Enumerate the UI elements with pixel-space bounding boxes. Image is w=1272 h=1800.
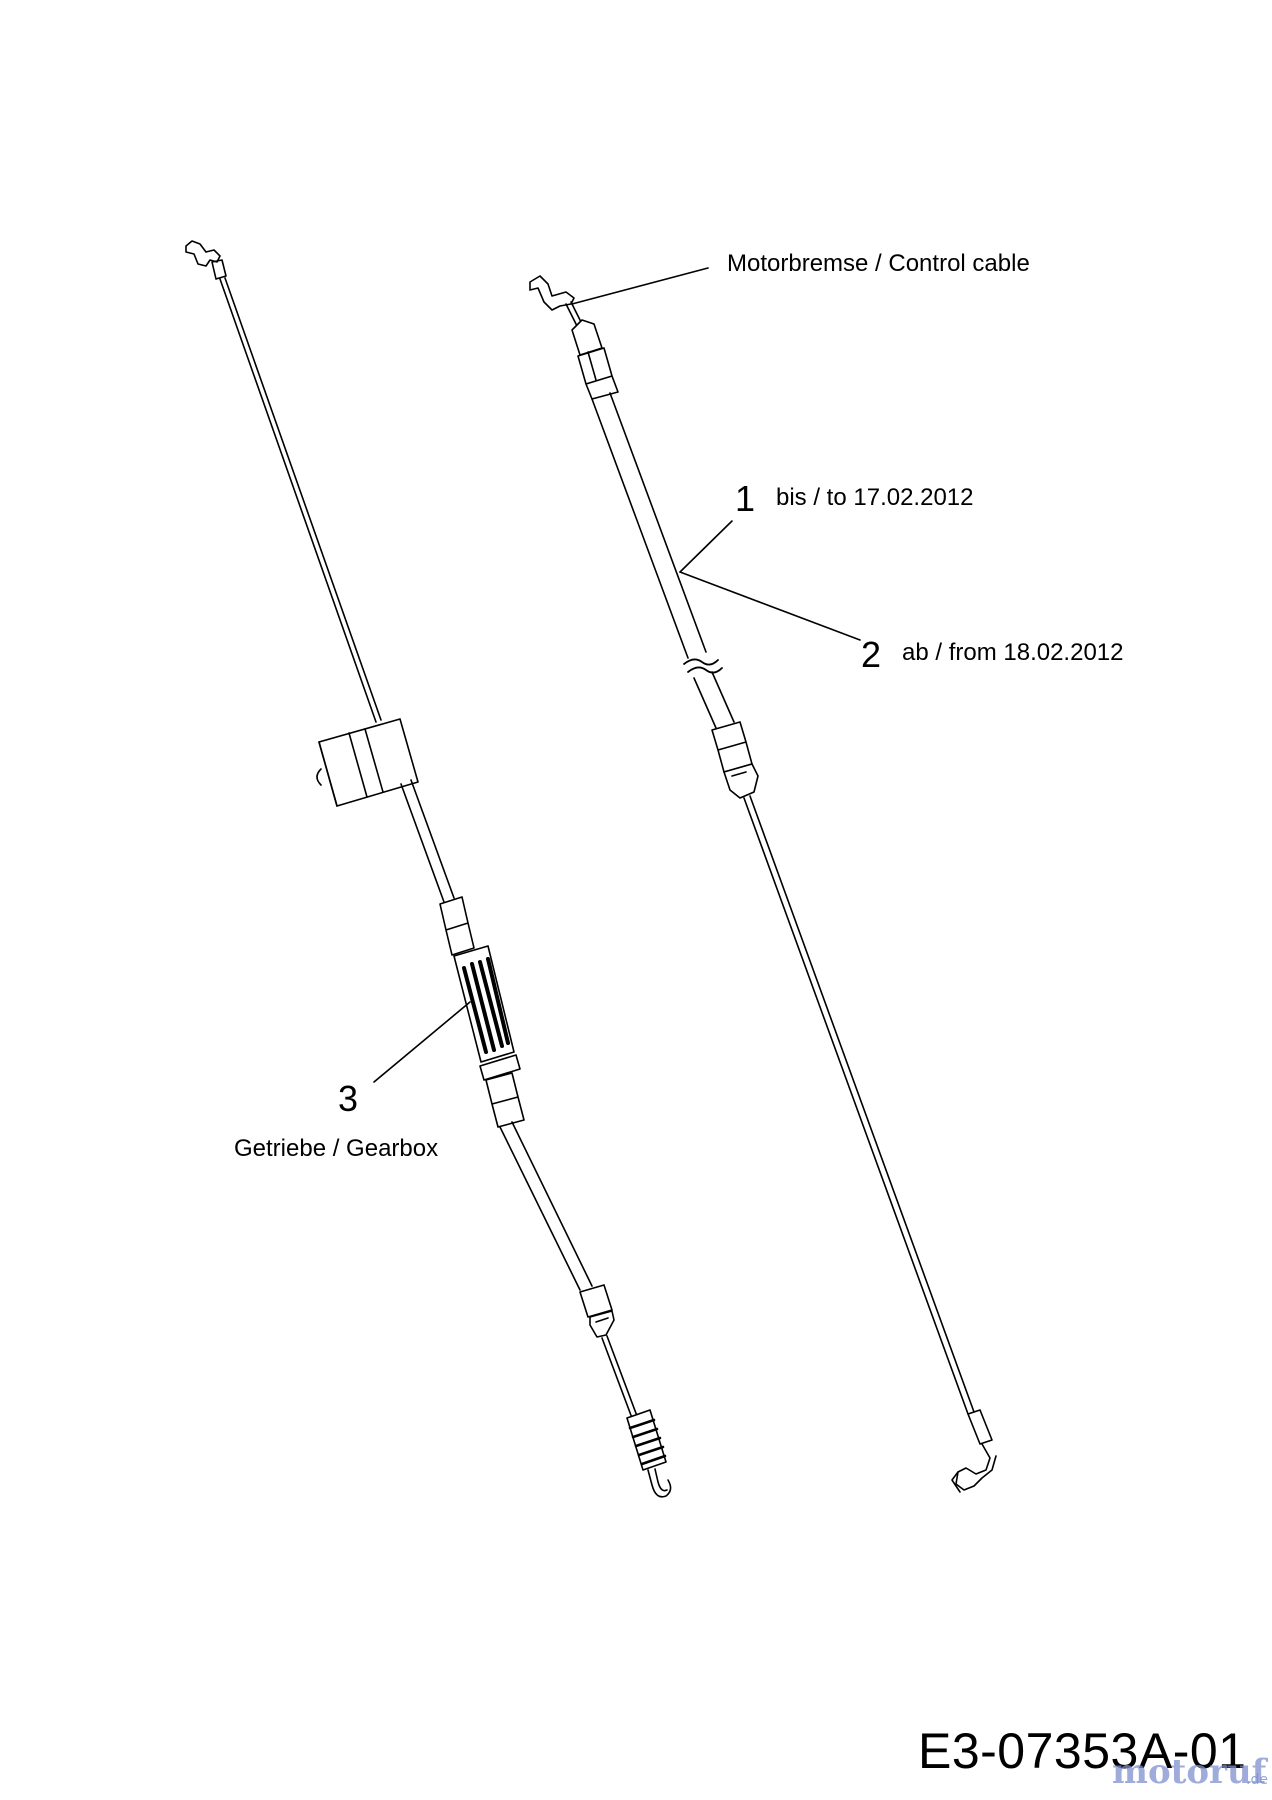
- item-2-label: ab / from 18.02.2012: [902, 639, 1124, 666]
- leader-item-3: [373, 1001, 471, 1083]
- diagram-code: E3-07353A-01: [918, 1723, 1247, 1779]
- watermark-tld: .de: [1246, 1772, 1268, 1788]
- motor-brake-label: Motorbremse / Control cable: [727, 250, 1030, 277]
- item-2-number: 2: [861, 634, 882, 675]
- cable-break-mark: [683, 658, 723, 674]
- control-cable-bottom-hook: [951, 1409, 997, 1493]
- control-cable-lower-ferrule: [711, 721, 759, 799]
- cable-clamp-block: [316, 718, 419, 807]
- item-1-number: 1: [735, 478, 756, 519]
- leader-motor-brake: [571, 267, 709, 305]
- watermark-logo: motoruf: [1112, 1752, 1267, 1792]
- gearbox-cable-lower-ferrule: [579, 1284, 615, 1338]
- leader-item-2: [679, 571, 861, 641]
- gearbox-cable-spring-end: [626, 1409, 672, 1498]
- gearbox-cable-top-ferrule: [211, 259, 227, 280]
- control-cable: [529, 275, 997, 1493]
- gearbox-cable-top-hook: [185, 240, 221, 267]
- item-3-label: Getriebe / Gearbox: [234, 1135, 439, 1162]
- control-cable-lower-sheath: [693, 671, 735, 729]
- gearbox-cable: [185, 240, 672, 1498]
- gearbox-cable-upper-ferrule: [439, 896, 475, 956]
- leader-item-1: [679, 520, 733, 573]
- control-cable-top-ferrule: [571, 319, 619, 400]
- gearbox-cable-upper-sheath: [400, 779, 455, 903]
- gearbox-cable-upper-wire: [219, 277, 382, 723]
- control-cable-upper-sheath: [591, 392, 707, 659]
- item-3-number: 3: [338, 1078, 359, 1119]
- item-1-label: bis / to 17.02.2012: [776, 484, 974, 511]
- control-cable-top-hook: [529, 275, 575, 311]
- gearbox-cable-lower-sheath: [499, 1121, 593, 1291]
- gearbox-cable-lower-wire: [601, 1335, 638, 1419]
- control-cable-long-wire: [743, 795, 975, 1415]
- spring-adjuster: [453, 945, 525, 1128]
